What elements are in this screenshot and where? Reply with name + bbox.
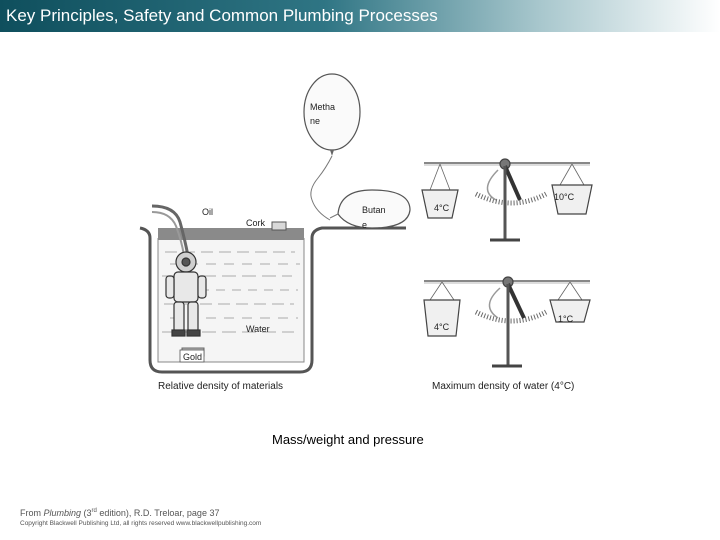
label-butane-1: Butan [362,205,386,215]
section-heading: Mass/weight and pressure [272,432,424,447]
label-temp-top-right: 10°C [554,192,575,202]
cork-shape [271,221,287,231]
source-credit: From Plumbing (3rd edition), R.D. Treloa… [20,508,219,518]
credit-rest: edition), R.D. Treloar, page 37 [96,508,220,518]
credit-book: Plumbing [43,508,82,518]
oil-layer [158,228,304,240]
label-water: Water [246,324,270,334]
label-cork: Cork [246,218,266,228]
butane-balloon [329,189,411,229]
credit-edition-open: (3 [81,508,92,518]
gold-label-box [179,349,205,363]
label-methane-1: Metha [310,102,335,112]
credit-prefix: From [20,508,44,518]
label-butane-2: e [362,220,367,230]
credit-edition-sup: rd [91,508,97,514]
label-oil: Oil [202,207,213,217]
caption-water: Maximum density of water (4°C) [432,381,575,392]
copyright-notice: Copyright Blackwell Publishing Ltd, all … [20,520,262,527]
methane-balloon [303,73,361,221]
label-methane-2: ne [310,116,320,126]
scale-bottom [423,276,591,368]
label-temp-bottom-right: 1°C [558,314,574,324]
diver-figure [151,204,207,337]
label-temp-top-left: 4°C [434,203,450,213]
label-gold: Gold [183,352,202,362]
label-temp-bottom-left: 4°C [434,322,450,332]
caption-density: Relative density of materials [158,381,284,392]
slide-title: Key Principles, Safety and Common Plumbi… [6,6,438,25]
title-bar: Key Principles, Safety and Common Plumbi… [0,0,720,32]
scale-top [421,158,593,242]
